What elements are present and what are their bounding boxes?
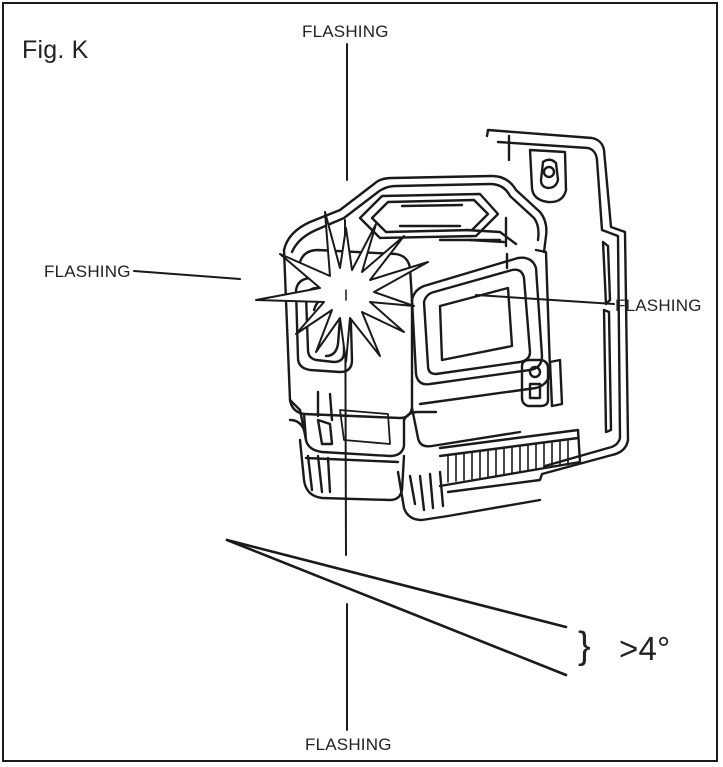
flashing-star-icon <box>255 211 429 363</box>
leader-line-right <box>475 294 615 305</box>
reference-line <box>225 538 568 629</box>
flashing-label-left: FLASHING <box>44 262 131 281</box>
flashing-label-right: FLASHING <box>615 296 702 315</box>
laser-lines <box>133 43 615 731</box>
tilt-angle-label: >4° <box>619 630 671 667</box>
tilted-line <box>225 538 568 677</box>
flashing-label-bottom: FLASHING <box>305 735 392 754</box>
angle-brace: } <box>578 625 591 667</box>
tilt-angle-lines <box>225 538 568 677</box>
figure-title: Fig. K <box>22 36 89 64</box>
wall-bracket <box>396 128 630 522</box>
flashing-label-top: FLASHING <box>302 22 389 41</box>
leader-line-left <box>133 270 241 280</box>
